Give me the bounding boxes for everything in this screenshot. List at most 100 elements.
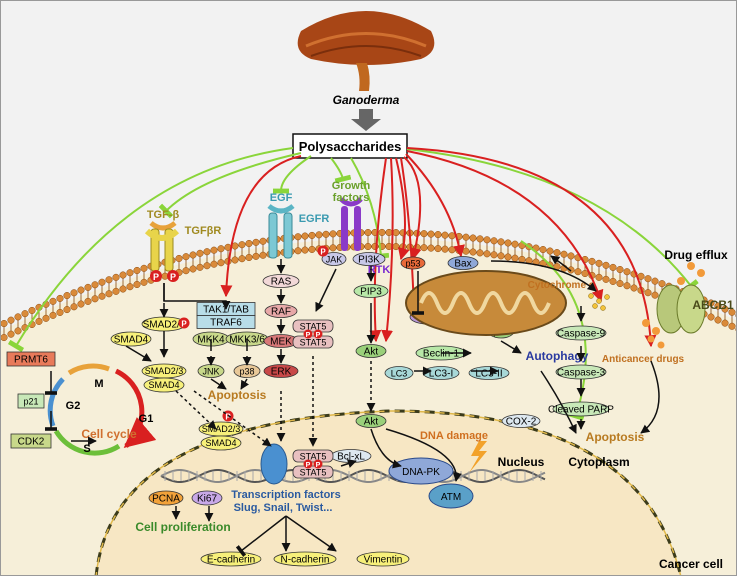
membrane-head-icon bbox=[616, 279, 624, 288]
phase-g2-label: G2 bbox=[66, 400, 81, 412]
membrane-head-icon bbox=[196, 249, 204, 257]
node-p53: p53 bbox=[400, 256, 426, 270]
node-pip3: PIP3 bbox=[353, 284, 389, 298]
dna-strand bbox=[160, 469, 546, 484]
membrane-head-icon bbox=[511, 254, 519, 262]
node-label: SMAD2/3 bbox=[143, 320, 186, 331]
node-label: Beclin-1 bbox=[423, 349, 460, 360]
apoptosis-label-left: Apoptosis bbox=[208, 388, 267, 402]
node-cdk2: CDK2 bbox=[10, 433, 52, 449]
membrane-head-icon bbox=[1, 333, 8, 342]
membrane-head-icon bbox=[483, 236, 491, 244]
membrane-head-icon bbox=[441, 245, 449, 253]
node-label: TRAF6 bbox=[210, 318, 242, 329]
membrane-head-icon bbox=[84, 283, 92, 291]
membrane-head-icon bbox=[28, 306, 36, 315]
dna-damage-label: DNA damage bbox=[420, 430, 488, 442]
autophagy-label: Autophagy bbox=[526, 349, 589, 363]
membrane-head-icon bbox=[98, 278, 106, 286]
node-lc3: LC3 bbox=[384, 366, 414, 380]
node-mek: MEK bbox=[263, 334, 299, 348]
phospho-label: P bbox=[306, 462, 311, 469]
mitochondrion-icon bbox=[405, 270, 567, 336]
egf-label: EGF bbox=[270, 192, 293, 204]
abcb1-transporter-icon bbox=[642, 262, 706, 335]
node-label: p53 bbox=[405, 259, 420, 269]
ganoderma-mushroom-icon bbox=[297, 11, 435, 91]
membrane-head-icon bbox=[210, 260, 218, 268]
phospho-icon bbox=[303, 329, 313, 339]
phospho-icon bbox=[150, 270, 162, 282]
membrane-head-icon bbox=[609, 263, 617, 271]
node-label: p38 bbox=[239, 367, 254, 377]
node-cox2: COX-2 bbox=[501, 414, 541, 428]
drug-efflux-label: Drug efflux bbox=[664, 248, 728, 262]
membrane-head-icon bbox=[595, 259, 603, 267]
membrane-head-icon bbox=[315, 231, 323, 239]
abcb1-label: ABCB1 bbox=[692, 298, 734, 312]
node-label: Cleaved PARP bbox=[548, 405, 614, 416]
membrane-head-icon bbox=[126, 283, 134, 291]
membrane-head-icon bbox=[616, 265, 624, 274]
phospho-icon bbox=[178, 317, 190, 329]
cytochrome-dot-icon bbox=[592, 303, 598, 309]
membrane-head-icon bbox=[329, 244, 337, 252]
membrane-head-icon bbox=[602, 275, 610, 283]
membrane-head-icon bbox=[728, 322, 736, 330]
node-label: TAK1/TAB bbox=[203, 305, 249, 316]
membrane-head-icon bbox=[112, 273, 120, 281]
membrane-head-icon bbox=[574, 268, 582, 276]
membrane-head-icon bbox=[182, 267, 190, 275]
membrane-head-icon bbox=[308, 231, 316, 239]
membrane-head-icon bbox=[56, 308, 64, 316]
membrane-head-icon bbox=[714, 316, 722, 324]
node-label: Akt bbox=[364, 347, 379, 358]
node-label: N-cadherin bbox=[281, 555, 330, 566]
membrane-head-icon bbox=[210, 246, 218, 254]
membrane-head-icon bbox=[469, 248, 477, 256]
node-label: STAT5 bbox=[300, 468, 327, 478]
dnapk-label: DNA-PK bbox=[402, 467, 440, 478]
drug-dot-icon bbox=[647, 335, 655, 343]
node-label: SMAD4 bbox=[114, 335, 149, 346]
node-label: PI3K bbox=[358, 255, 380, 266]
node-akt: Akt bbox=[355, 344, 387, 358]
node-label: PRMT6 bbox=[14, 355, 48, 366]
node-label: LC3 bbox=[391, 369, 408, 379]
membrane-head-icon bbox=[308, 245, 316, 253]
membrane-head-icon bbox=[84, 297, 92, 305]
membrane-head-icon bbox=[259, 237, 267, 245]
membrane-head-icon bbox=[476, 235, 484, 243]
membrane-head-icon bbox=[133, 280, 141, 289]
membrane-head-icon bbox=[546, 247, 554, 255]
membrane-head-icon bbox=[427, 244, 435, 252]
lightning-icon bbox=[469, 441, 487, 473]
membrane-head-icon bbox=[392, 229, 400, 237]
membrane-head-icon bbox=[119, 285, 127, 293]
membrane-head-icon bbox=[105, 290, 113, 298]
ganoderma-label: Ganoderma bbox=[333, 93, 400, 107]
node-label: PIP3 bbox=[360, 287, 382, 298]
membrane-head-icon bbox=[98, 292, 106, 300]
atm-label: ATM bbox=[441, 492, 461, 503]
membrane-head-icon bbox=[469, 234, 477, 242]
transcription-factor-icon bbox=[260, 443, 288, 485]
phospho-icon bbox=[303, 459, 313, 469]
membrane-head-icon bbox=[434, 231, 442, 239]
node-label: CDK2 bbox=[18, 437, 45, 448]
egfr-label: EGFR bbox=[299, 213, 330, 225]
node-label: LC3-II bbox=[475, 369, 502, 380]
membrane-head-icon bbox=[49, 311, 57, 319]
membrane-head-icon bbox=[21, 310, 29, 318]
membrane-head-icon bbox=[245, 239, 253, 248]
node-label: SMAD4 bbox=[148, 380, 179, 390]
membrane-head-icon bbox=[490, 237, 498, 245]
membrane-head-icon bbox=[322, 230, 330, 238]
membrane-head-icon bbox=[560, 250, 568, 258]
node-label: Bcl-xL bbox=[337, 452, 365, 463]
phase-g1-label: G1 bbox=[139, 413, 154, 425]
phospho-label: P bbox=[153, 272, 159, 282]
node-erk: ERK bbox=[263, 364, 299, 378]
membrane-head-icon bbox=[658, 280, 666, 288]
